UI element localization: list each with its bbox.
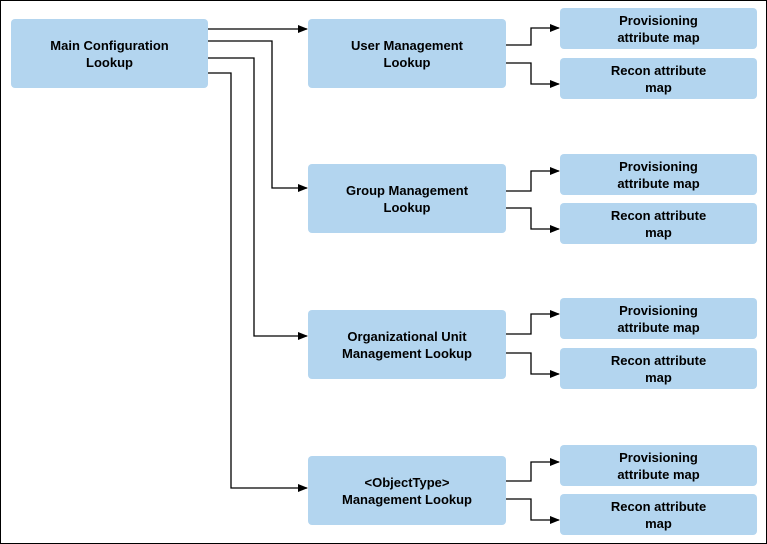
- user-provisioning-attribute-map-box: Provisioning attribute map: [560, 8, 757, 49]
- objecttype-mgmt-to-prov-arrow: [506, 458, 560, 482]
- user-mgmt-to-prov-arrow: [506, 24, 560, 46]
- group-provisioning-attribute-map-box: Provisioning attribute map: [560, 154, 757, 195]
- user-mgmt-to-recon-arrow: [506, 62, 560, 88]
- user-management-lookup-box: User Management Lookup: [308, 19, 506, 88]
- main-configuration-lookup-box: Main Configuration Lookup: [11, 19, 208, 88]
- objecttype-provisioning-attribute-map-box: Provisioning attribute map: [560, 445, 757, 486]
- objecttype-recon-attribute-map-box: Recon attribute map: [560, 494, 757, 535]
- group-management-lookup-box: Group Management Lookup: [308, 164, 506, 233]
- main-to-group-mgmt-arrow: [208, 40, 308, 192]
- group-mgmt-to-recon-arrow: [506, 207, 560, 233]
- user-recon-attribute-map-box: Recon attribute map: [560, 58, 757, 99]
- objecttype-management-lookup-box: <ObjectType> Management Lookup: [308, 456, 506, 525]
- group-mgmt-to-prov-arrow: [506, 167, 560, 192]
- ou-mgmt-to-prov-arrow: [506, 310, 560, 335]
- group-recon-attribute-map-box: Recon attribute map: [560, 203, 757, 244]
- objecttype-mgmt-to-recon-arrow: [506, 498, 560, 524]
- ou-management-lookup-box: Organizational Unit Management Lookup: [308, 310, 506, 379]
- ou-mgmt-to-recon-arrow: [506, 352, 560, 378]
- main-to-objecttype-mgmt-arrow: [208, 72, 308, 492]
- ou-recon-attribute-map-box: Recon attribute map: [560, 348, 757, 389]
- main-to-ou-mgmt-arrow: [208, 57, 308, 340]
- ou-provisioning-attribute-map-box: Provisioning attribute map: [560, 298, 757, 339]
